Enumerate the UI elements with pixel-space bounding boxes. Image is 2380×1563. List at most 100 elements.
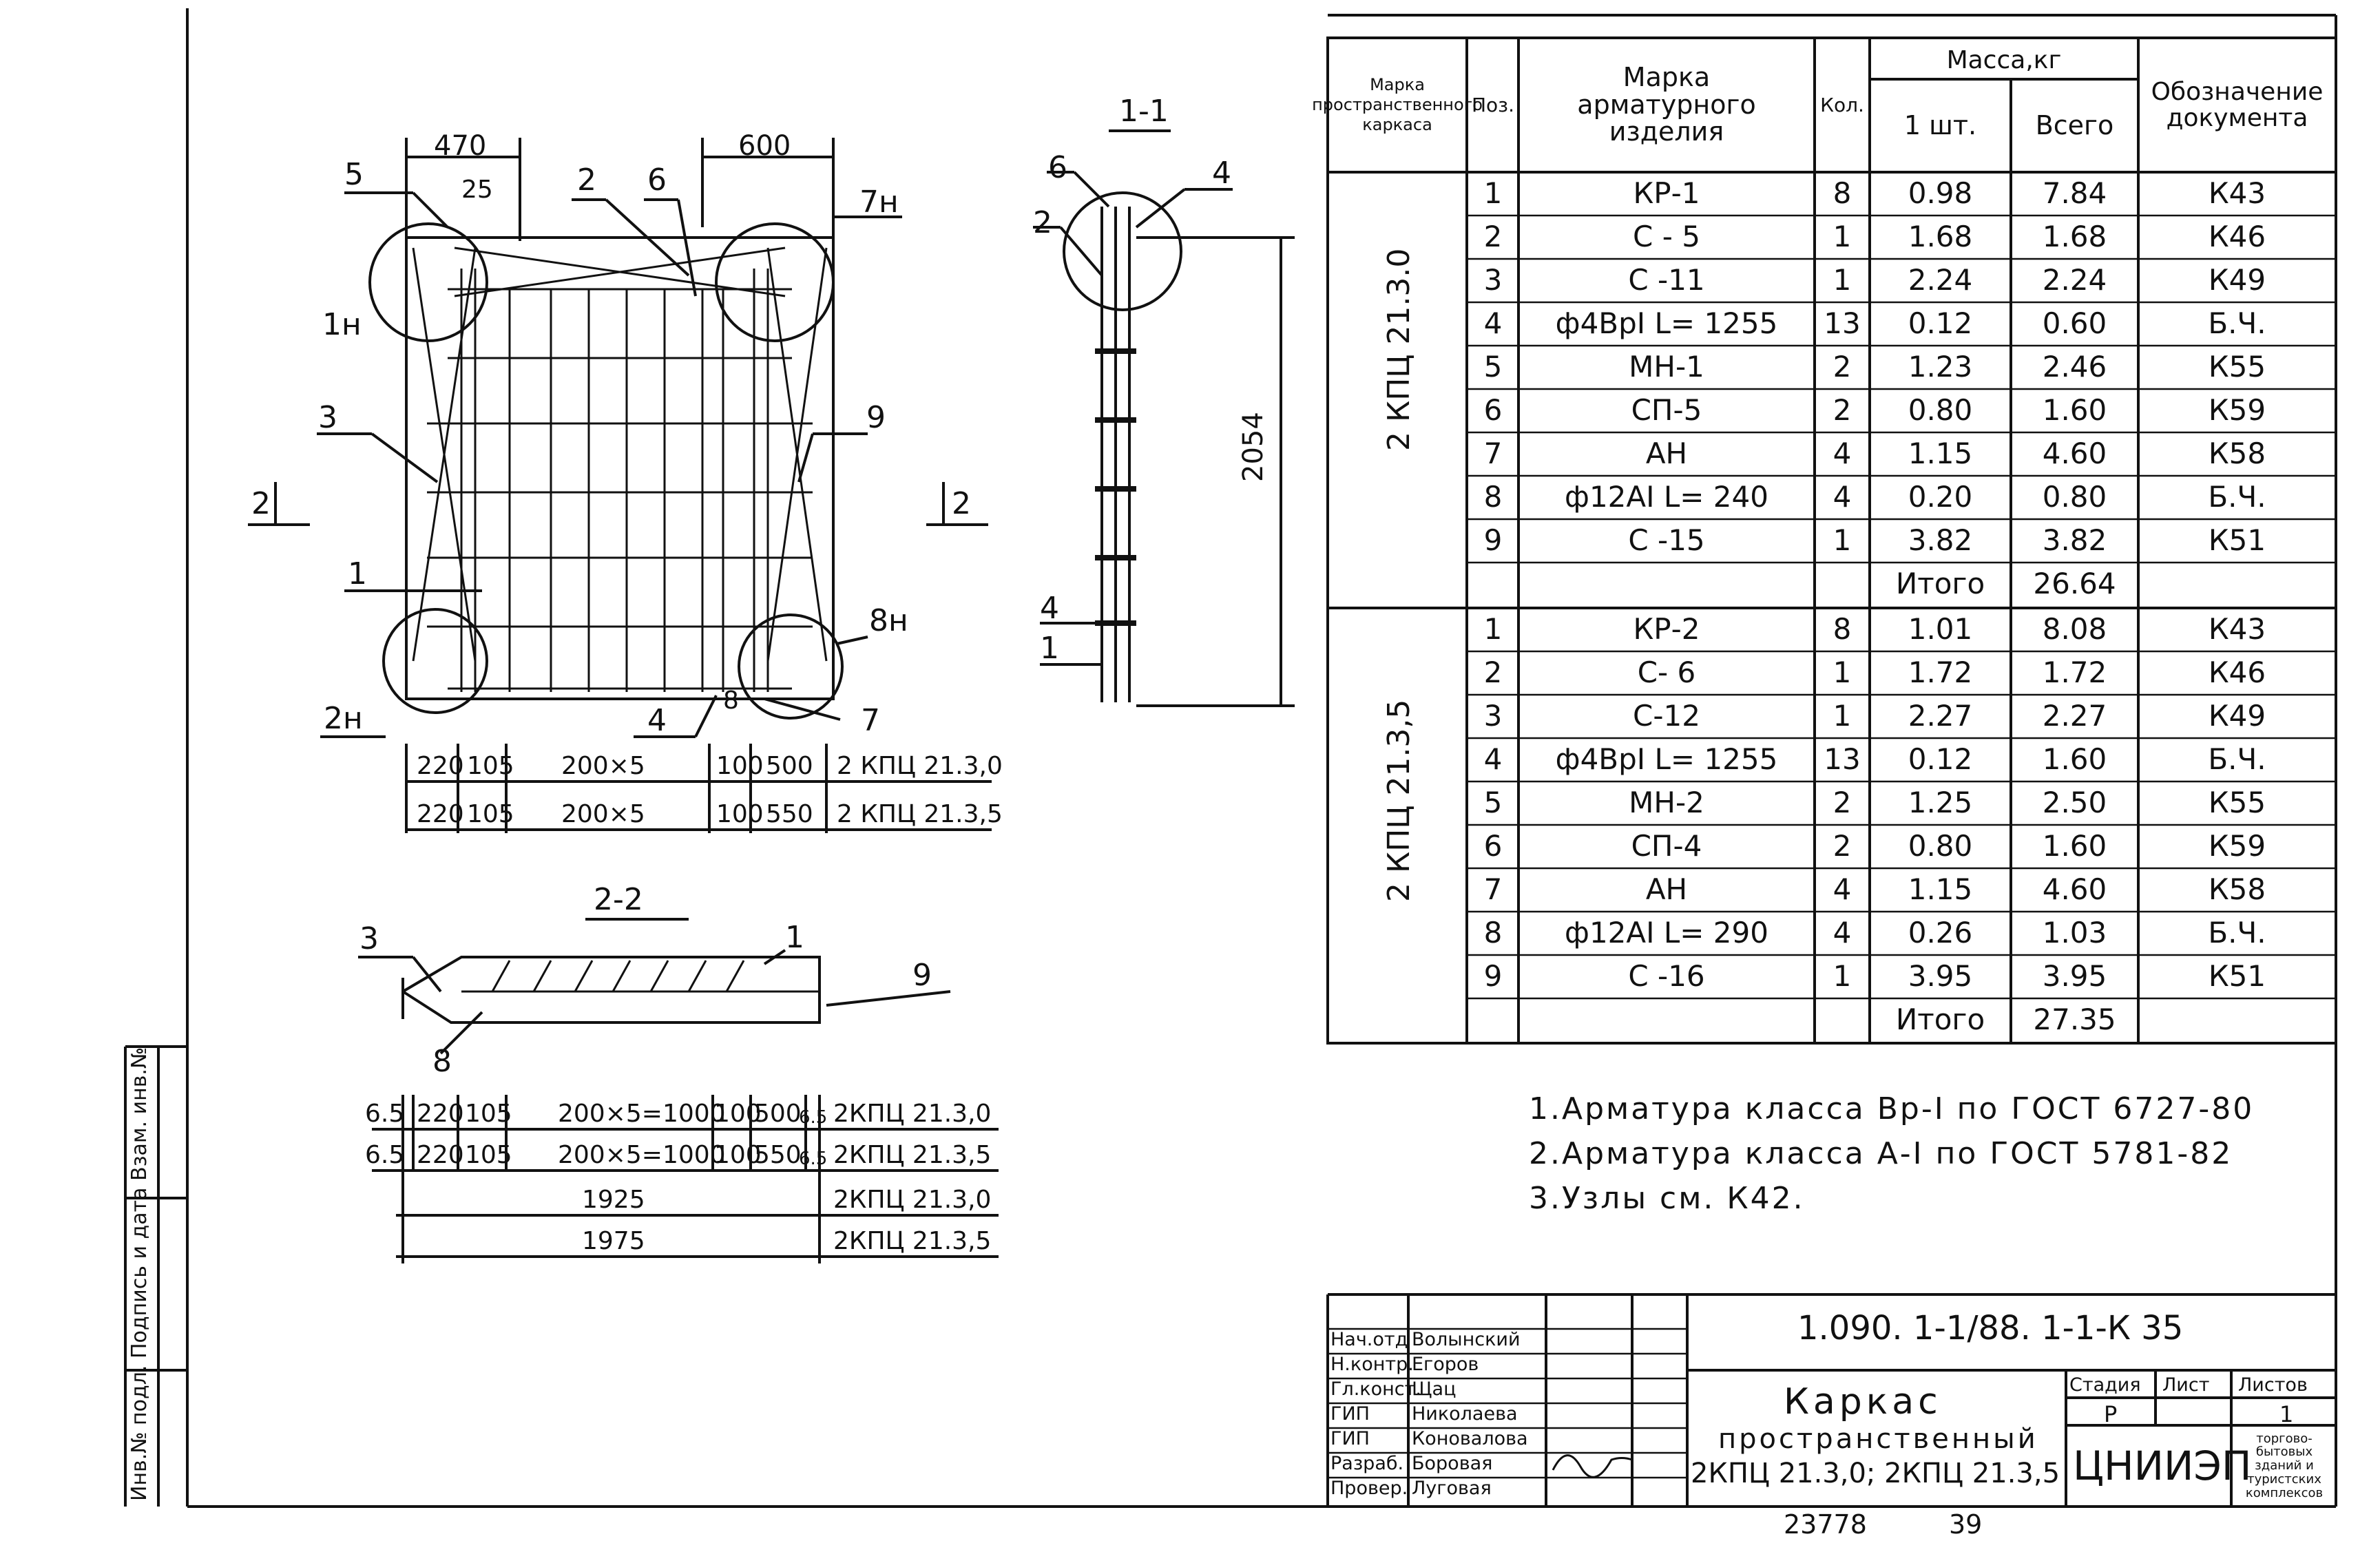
spec-cell-one: 0.26 bbox=[1908, 916, 1973, 950]
spec-cell-doc: Б.Ч. bbox=[2208, 306, 2266, 341]
spec-cell-pos: 7 bbox=[1483, 437, 1503, 471]
spec-cell-one: 1.01 bbox=[1908, 612, 1973, 647]
bdim-len1-mark: 2КПЦ 21.3,0 bbox=[833, 1186, 992, 1214]
note-3: 3.Узлы см. К42. bbox=[1529, 1181, 1805, 1216]
dim-row2-a: 220 bbox=[417, 800, 464, 828]
stamp-person-name: Волынский bbox=[1412, 1329, 1521, 1350]
dim-row1-mark: 2 КПЦ 21.3,0 bbox=[837, 752, 1003, 780]
callout-7n: 7н bbox=[859, 185, 899, 220]
spec-cell-qty: 1 bbox=[1833, 263, 1852, 297]
spec-cell-pos: 5 bbox=[1483, 350, 1503, 384]
spec-cell-qty: 4 bbox=[1833, 437, 1852, 471]
stamp-role: Нач.отд bbox=[1330, 1329, 1408, 1350]
spec-cell-qty: 13 bbox=[1824, 306, 1861, 341]
spec-cell-mark: КР-1 bbox=[1633, 176, 1700, 211]
callout-2n: 2н bbox=[324, 701, 363, 736]
spec-cell-doc: К59 bbox=[2208, 829, 2266, 863]
bdim-row1-b: 220 bbox=[417, 1100, 464, 1128]
spec-cell-pos: 7 bbox=[1483, 872, 1503, 907]
title-line-2: пространственный bbox=[1718, 1423, 2038, 1455]
spec-cell-doc: Б.Ч. bbox=[2208, 916, 2266, 950]
spec-cell-doc: К59 bbox=[2208, 393, 2266, 428]
dim-row1-e: 500 bbox=[766, 752, 813, 780]
spec-cell-doc: К51 bbox=[2208, 959, 2266, 994]
note-2: 2.Арматура класса А-I по ГОСТ 5781-82 bbox=[1529, 1136, 2233, 1171]
th-mass: Масса,кг bbox=[1946, 45, 2062, 74]
spec-cell-one: 1.72 bbox=[1908, 655, 1973, 690]
callout-8n: 8н bbox=[869, 603, 908, 638]
spec-cell-qty: 2 bbox=[1833, 829, 1852, 863]
stamp-person-name: Луговая bbox=[1412, 1478, 1492, 1499]
dim-row1-c: 200×5 bbox=[561, 752, 645, 780]
spec-cell-total: 4.60 bbox=[2042, 437, 2107, 471]
stamp-person-name: Боровая bbox=[1412, 1453, 1493, 1474]
spec-cell-pos: 3 bbox=[1483, 699, 1503, 733]
bdim-row2-c: 105 bbox=[465, 1141, 512, 1169]
spec-cell-one: 1.23 bbox=[1908, 350, 1973, 384]
stamp-role: Разраб. bbox=[1330, 1453, 1404, 1474]
title-line-1: Каркас bbox=[1784, 1381, 1942, 1423]
spec-cell-mark: МН-2 bbox=[1629, 786, 1704, 820]
stamp-person-name: Николаева bbox=[1412, 1403, 1518, 1425]
spec-cell-total: 1.72 bbox=[2042, 655, 2107, 690]
spec-cell-one: 2.27 bbox=[1908, 699, 1973, 733]
spec-cell-pos: 8 bbox=[1483, 916, 1503, 950]
dim-470: 470 bbox=[434, 130, 487, 162]
th-mark-frame: Марка пространственного каркаса bbox=[1312, 75, 1483, 134]
spec-cell-total: 0.60 bbox=[2042, 306, 2107, 341]
bdim-row1-mark: 2КПЦ 21.3,0 bbox=[833, 1100, 992, 1128]
dim-row2-c: 200×5 bbox=[561, 800, 645, 828]
section-2-2-title: 2-2 bbox=[594, 882, 643, 917]
callout-8: 8 bbox=[723, 686, 739, 715]
sheets-value: 1 bbox=[2279, 1401, 2294, 1427]
org-name: ЦНИИЭП bbox=[2073, 1443, 2252, 1489]
section11-callout-4b: 4 bbox=[1040, 591, 1059, 626]
section-1-1-title: 1-1 bbox=[1119, 94, 1169, 129]
dim-row2-d: 100 bbox=[716, 800, 764, 828]
bdim-row2-mark: 2КПЦ 21.3,5 bbox=[833, 1141, 992, 1169]
signature-mark bbox=[1552, 1454, 1633, 1478]
spec-cell-mark: С -11 bbox=[1628, 263, 1705, 297]
spec-cell-pos: 9 bbox=[1483, 959, 1503, 994]
sheets-label: Листов bbox=[2238, 1374, 2308, 1396]
spec-cell-qty: 1 bbox=[1833, 523, 1852, 558]
spec-cell-total: 1.68 bbox=[2042, 220, 2107, 254]
spec-cell-one: 0.12 bbox=[1908, 306, 1973, 341]
title-line-3: 2КПЦ 21.3,0; 2КПЦ 21.3,5 bbox=[1691, 1458, 2060, 1489]
spec-cell-qty: 2 bbox=[1833, 393, 1852, 428]
callout-3: 3 bbox=[318, 400, 337, 435]
callout-1: 1 bbox=[348, 556, 367, 591]
spec-cell-one: 0.20 bbox=[1908, 480, 1973, 514]
spec-cell-doc: К46 bbox=[2208, 655, 2266, 690]
section-arrow-left: 2 bbox=[251, 486, 271, 521]
spec-cell-pos: 6 bbox=[1483, 393, 1503, 428]
spec-cell-mark: СП-5 bbox=[1631, 393, 1702, 428]
section-arrow-right: 2 bbox=[952, 486, 971, 521]
bottom-page: 39 bbox=[1949, 1509, 1983, 1540]
bdim-row2-d: 200×5=1000 bbox=[558, 1141, 726, 1169]
callout-25: 25 bbox=[461, 176, 493, 204]
stage-value: Р bbox=[2104, 1401, 2118, 1427]
spec-cell-one: 1.68 bbox=[1908, 220, 1973, 254]
spec-cell-qty: 13 bbox=[1824, 742, 1861, 777]
callout-5: 5 bbox=[344, 157, 364, 192]
bdim-row1-g: 6.5 bbox=[799, 1107, 828, 1128]
dim-600: 600 bbox=[738, 130, 791, 162]
bdim-row2-e: 100 bbox=[714, 1141, 762, 1169]
spec-cell-one: 1.15 bbox=[1908, 872, 1973, 907]
stamp-person-name: Щац bbox=[1412, 1378, 1457, 1400]
spec-total-label: Итого bbox=[1895, 567, 1985, 601]
dim-row2-e: 550 bbox=[766, 800, 813, 828]
spec-cell-total: 0.80 bbox=[2042, 480, 2107, 514]
spec-cell-doc: К49 bbox=[2208, 263, 2266, 297]
bdim-len1: 1925 bbox=[582, 1186, 645, 1214]
stamp-role: Н.контр. bbox=[1330, 1354, 1414, 1375]
spec-cell-total: 1.60 bbox=[2042, 829, 2107, 863]
bdim-len2-mark: 2КПЦ 21.3,5 bbox=[833, 1227, 992, 1255]
spec-cell-mark: С -15 bbox=[1628, 523, 1705, 558]
spec-cell-one: 0.98 bbox=[1908, 176, 1973, 211]
spec-cell-qty: 1 bbox=[1833, 959, 1852, 994]
th-doc: Обозначение документа bbox=[2151, 77, 2324, 132]
section22-callout-8: 8 bbox=[432, 1044, 452, 1079]
group-label-2: 2 КПЦ 21.3,5 bbox=[1381, 699, 1417, 902]
